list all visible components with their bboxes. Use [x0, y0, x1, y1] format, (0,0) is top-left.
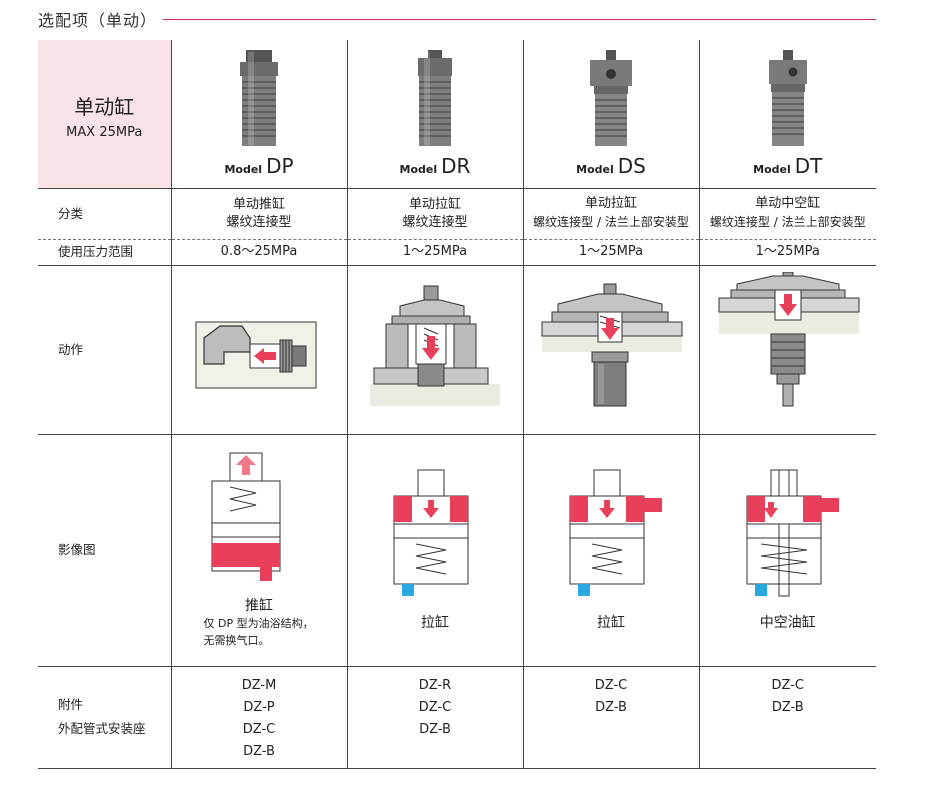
action-diagram-dt: [718, 271, 860, 406]
accessory-list-dr: DZ-R DZ-C DZ-B: [348, 673, 523, 741]
image-title-ds: 拉缸: [597, 615, 625, 631]
image-cell-dp: 推缸 仅 DP 型为油浴结构， 无需换气口。: [170, 434, 347, 667]
accessory-item: DZ-R: [418, 677, 452, 693]
pressure-cell-dr: 1～25MPa: [346, 239, 523, 266]
image-note-dp-2: 无需换气口。: [203, 634, 270, 647]
accessory-item: DZ-C: [771, 677, 804, 693]
image-cell-ds: 拉缸: [522, 434, 699, 667]
arrow-left-icon: [254, 347, 276, 364]
accessory-item: DZ-M: [241, 677, 277, 693]
arrow-down-icon: [422, 335, 440, 360]
image-title-dr: 拉缸: [421, 615, 449, 631]
accessory-list-dt: DZ-C DZ-B: [700, 673, 877, 719]
arrow-down-icon: [601, 317, 619, 340]
action-cell-dt: [698, 265, 876, 435]
accessory-item: DZ-C: [242, 721, 276, 737]
image-row: 影像图 推缸 仅 DP 型为油浴结构， 无需换气口。: [38, 434, 876, 667]
arrow-down-icon: [599, 500, 615, 518]
image-title-dp: 推缸: [245, 598, 273, 614]
corner-cell: 单动缸 MAX 25MPa: [38, 40, 171, 189]
category-cell-dr: 单动拉缸螺纹连接型: [346, 188, 523, 240]
accessory-item: DZ-P: [243, 699, 275, 715]
accessory-cell-dt: DZ-C DZ-B: [698, 666, 877, 769]
corner-subtitle: MAX 25MPa: [66, 124, 143, 140]
schematic-dp: [211, 452, 281, 581]
cylinder-dp-photo: [240, 49, 278, 146]
action-cell-dr: [346, 265, 523, 435]
arrow-down-icon: [778, 293, 797, 316]
accessory-label-2: 外配管式安装座: [58, 721, 146, 736]
action-diagram-dr: [370, 285, 500, 406]
arrow-up-icon: [236, 455, 256, 475]
accessory-label-1: 附件: [58, 697, 84, 712]
accessory-item: DZ-B: [595, 699, 627, 715]
image-title-dt: 中空油缸: [759, 615, 816, 631]
pressure-row: 使用压力范围 0.8～25MPa 1～25MPa 1～25MPa 1～25MPa: [38, 239, 876, 266]
section-header: 选配项（单动）: [38, 8, 876, 30]
accessory-cell-dp: DZ-M DZ-P DZ-C DZ-B: [170, 666, 347, 769]
arrow-down-icon: [763, 502, 778, 518]
pressure-cell-dt: 1～25MPa: [698, 239, 876, 266]
action-diagram-dp: [195, 321, 317, 388]
accessory-cell-dr: DZ-R DZ-C DZ-B: [346, 666, 523, 769]
category-cell-ds: 单动拉缸螺纹连接型 / 法兰上部安装型: [522, 188, 699, 240]
action-diagram-ds: [541, 283, 683, 406]
accessory-list-dp: DZ-M DZ-P DZ-C DZ-B: [172, 673, 347, 763]
accessory-row: 附件 外配管式安装座 DZ-M DZ-P DZ-C DZ-B DZ-R DZ-C…: [38, 666, 877, 769]
arrow-down-icon: [423, 500, 439, 518]
category-cell-dp: 单动推缸螺纹连接型: [170, 188, 347, 240]
accessory-item: DZ-C: [594, 677, 628, 693]
category-cell-dt: 单动中空缸螺纹连接型 / 法兰上部安装型: [698, 188, 876, 240]
image-note-dp-1: 仅 DP 型为油浴结构，: [203, 617, 314, 630]
corner-title: 单动缸: [74, 94, 135, 119]
cylinder-ds-photo: [590, 49, 632, 146]
accessory-item: DZ-B: [771, 699, 804, 715]
cylinder-dt-photo: [768, 49, 807, 146]
schematic-ds: [569, 469, 662, 596]
accessory-item: DZ-B: [419, 721, 451, 737]
accessory-item: DZ-C: [418, 699, 452, 715]
action-cell-ds: [522, 265, 699, 435]
row-label-pressure: 使用压力范围: [38, 239, 171, 266]
accessory-list-ds: DZ-C DZ-B: [524, 673, 699, 719]
row-label-action: 动作: [38, 265, 171, 435]
pressure-cell-dp: 0.8～25MPa: [170, 239, 347, 266]
action-cell-dp: [170, 265, 347, 435]
accessory-cell-ds: DZ-C DZ-B: [522, 666, 699, 769]
cylinder-dr-photo: [418, 49, 452, 146]
schematic-dt: [746, 469, 839, 597]
section-rule: [163, 18, 876, 20]
accessory-item: DZ-B: [243, 743, 275, 759]
row-label-category: 分类: [38, 188, 171, 240]
row-label-accessory: 附件 外配管式安装座: [38, 666, 171, 769]
category-row: 分类 单动推缸螺纹连接型 单动拉缸螺纹连接型 单动拉缸螺纹连接型 / 法兰上部安…: [38, 188, 876, 240]
schematic-dr: [393, 469, 469, 596]
section-title: 选配项（单动）: [38, 11, 158, 30]
action-row: 动作: [38, 265, 876, 435]
row-label-image: 影像图: [38, 434, 171, 667]
image-cell-dt: 中空油缸: [698, 434, 876, 667]
image-cell-dr: 拉缸: [346, 434, 523, 667]
pressure-cell-ds: 1～25MPa: [522, 239, 699, 266]
